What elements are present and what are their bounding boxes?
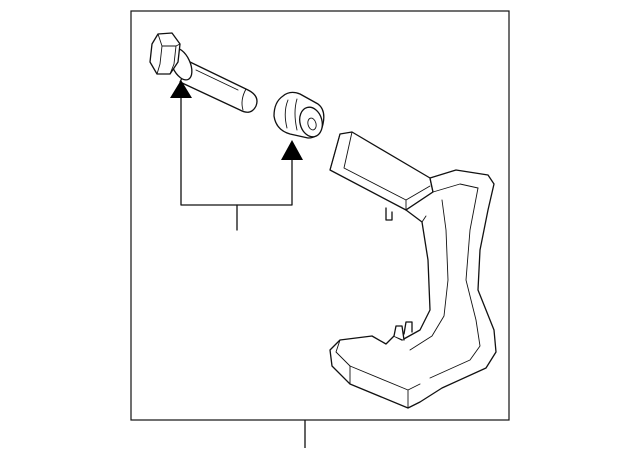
pin-boot-bushing-icon (273, 91, 325, 139)
callout-bracket (180, 97, 293, 231)
callout-arrow-bolt (170, 80, 192, 98)
callout-arrow-bushing (281, 140, 303, 160)
caliper-support-bracket-icon (329, 131, 497, 409)
guide-pin-bolt-icon (149, 32, 258, 113)
diagram-frame (130, 10, 510, 421)
